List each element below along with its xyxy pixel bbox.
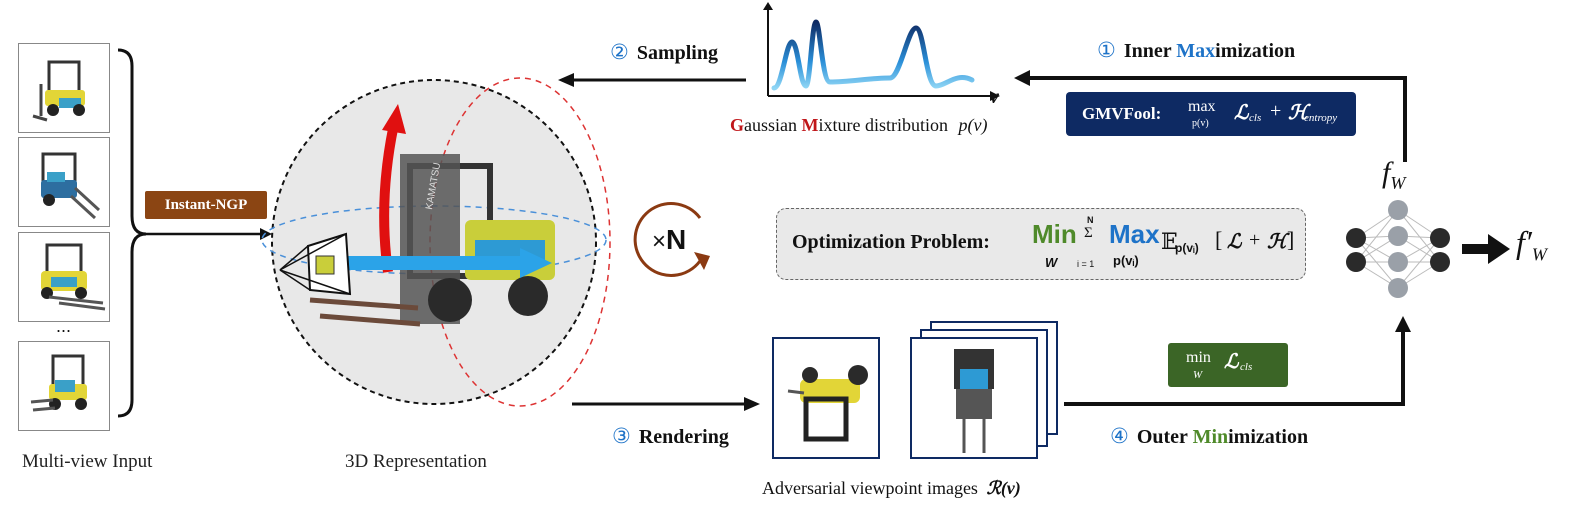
v-axis-label: v (990, 86, 999, 108)
gaussian-caption: Gaussian Mixture distribution p(v) (730, 115, 988, 135)
adversarial-image-1 (772, 337, 880, 459)
gmvfool-formula-box: GMVFool: max p(v) ℒ cls + ℋ entropy (1066, 92, 1356, 136)
sampling-arrow (558, 73, 746, 87)
model-fw-prime-label: f′W (1516, 224, 1547, 265)
instant-ngp-badge: Instant-NGP (145, 191, 267, 219)
camera-frustum (279, 232, 352, 296)
view-thumbnail-1 (18, 43, 110, 133)
min-formula-box: min W ℒ cls (1168, 343, 1288, 387)
view-thumbnail-2 (18, 137, 110, 227)
model-fw-label: fW (1382, 156, 1406, 193)
forklift-icon (41, 243, 106, 311)
neural-network-icon (1346, 200, 1450, 298)
forklift-top-view-icon (954, 349, 994, 453)
multi-view-caption: Multi-view Input (22, 451, 153, 472)
output-arrow (1462, 234, 1510, 264)
adversarial-image-2 (910, 337, 1038, 459)
adversarial-caption: Adversarial viewpoint images ℛ(v) (762, 478, 1021, 498)
loop-icon (633, 202, 710, 277)
forklift-icon (30, 354, 87, 412)
view-thumbnail-4 (18, 341, 110, 431)
gaussian-mixture-plot (763, 2, 1000, 101)
3d-representation: KAMATSU (261, 77, 611, 407)
optimization-problem-box: Optimization Problem: Min W N Σ i = 1 Ma… (776, 208, 1306, 280)
view-thumbnail-3 (18, 232, 110, 322)
rendering-arrow (572, 397, 760, 411)
flipped-forklift-icon (787, 365, 868, 442)
ellipsis: ... (56, 316, 72, 336)
forklift-icon (41, 152, 101, 220)
outer-min-arrow (1064, 316, 1411, 406)
vertical-rotation-arrow (379, 122, 399, 273)
forklift-icon (32, 60, 85, 122)
representation-caption: 3D Representation (345, 451, 487, 472)
horizontal-rotation-arrow (348, 256, 524, 270)
loop-count: ×N (652, 224, 687, 255)
inner-max-arrow (1014, 70, 1407, 162)
